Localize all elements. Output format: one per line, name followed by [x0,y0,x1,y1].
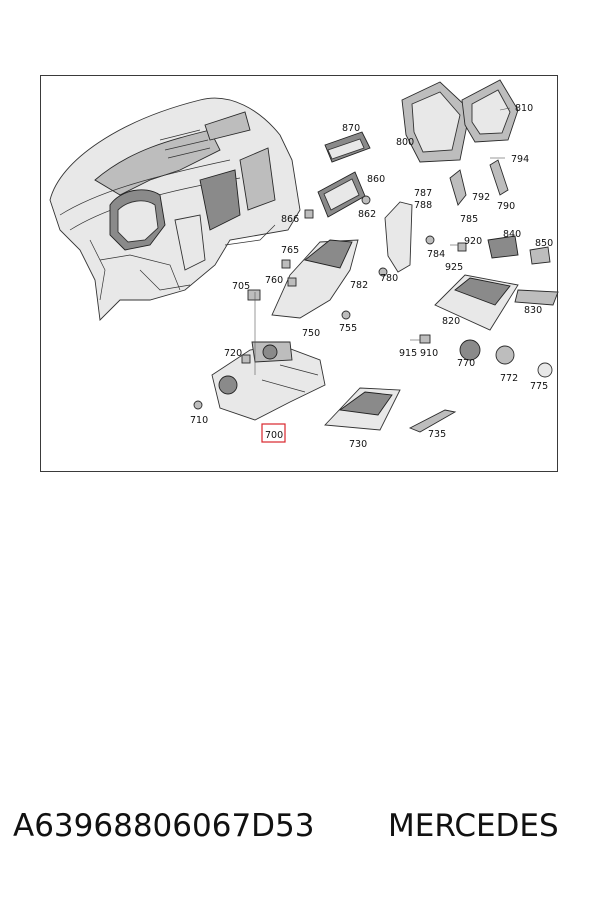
callout-750: 750 [302,328,320,339]
callout-700-highlight [261,423,286,443]
callout-788: 788 [414,200,432,211]
brand-name: MERCEDES [388,808,559,844]
callout-782: 782 [350,280,368,291]
vent-870 [324,131,371,163]
callout-870: 870 [342,123,360,134]
callout-784: 784 [427,249,445,260]
fasteners [193,195,467,410]
callout-800: 800 [396,137,414,148]
callout-labels: 810 800 870 794 860 787 792 788 790 785 … [190,103,553,450]
callout-720: 720 [224,348,242,359]
callout-820: 820 [442,316,460,327]
callout-794: 794 [511,154,529,165]
callout-730: 730 [349,439,367,450]
bracket-785-790 [449,159,509,206]
badge-735 [408,409,457,433]
callout-830: 830 [524,305,542,316]
callout-840: 840 [503,229,521,240]
callout-915: 915 [399,348,417,359]
callout-910: 910 [420,348,438,359]
callout-780: 780 [380,273,398,284]
callout-785: 785 [460,214,478,225]
callout-772: 772 [500,373,518,384]
callout-850: 850 [535,238,553,249]
cupholder-730 [324,387,401,431]
callout-787: 787 [414,188,432,199]
callout-755: 755 [339,323,357,334]
lighter-770-775 [459,339,553,378]
callout-790: 790 [497,201,515,212]
callout-920: 920 [464,236,482,247]
callout-705: 705 [232,281,250,292]
callout-770: 770 [457,358,475,369]
trim-panels-800-810 [401,79,519,163]
callout-735: 735 [428,429,446,440]
callout-810: 810 [515,103,533,114]
panel-780 [384,201,413,273]
callout-866: 866 [281,214,299,225]
callout-775: 775 [530,381,548,392]
callout-765: 765 [281,245,299,256]
callout-925: 925 [445,262,463,273]
callout-760: 760 [265,275,283,286]
callout-792: 792 [472,192,490,203]
callout-860: 860 [367,174,385,185]
leader-lines [254,107,511,375]
callout-700: 700 [265,430,283,441]
callout-710: 710 [190,415,208,426]
ashtray-820-830 [434,274,559,331]
callout-862: 862 [358,209,376,220]
caption: A63968806067D53 MERCEDES [0,808,600,858]
switch-840-850 [487,235,551,265]
dashboard-illustration [49,97,301,321]
part-number: A63968806067D53 [13,808,315,844]
shell-750 [271,239,359,319]
console-700 [211,341,326,421]
